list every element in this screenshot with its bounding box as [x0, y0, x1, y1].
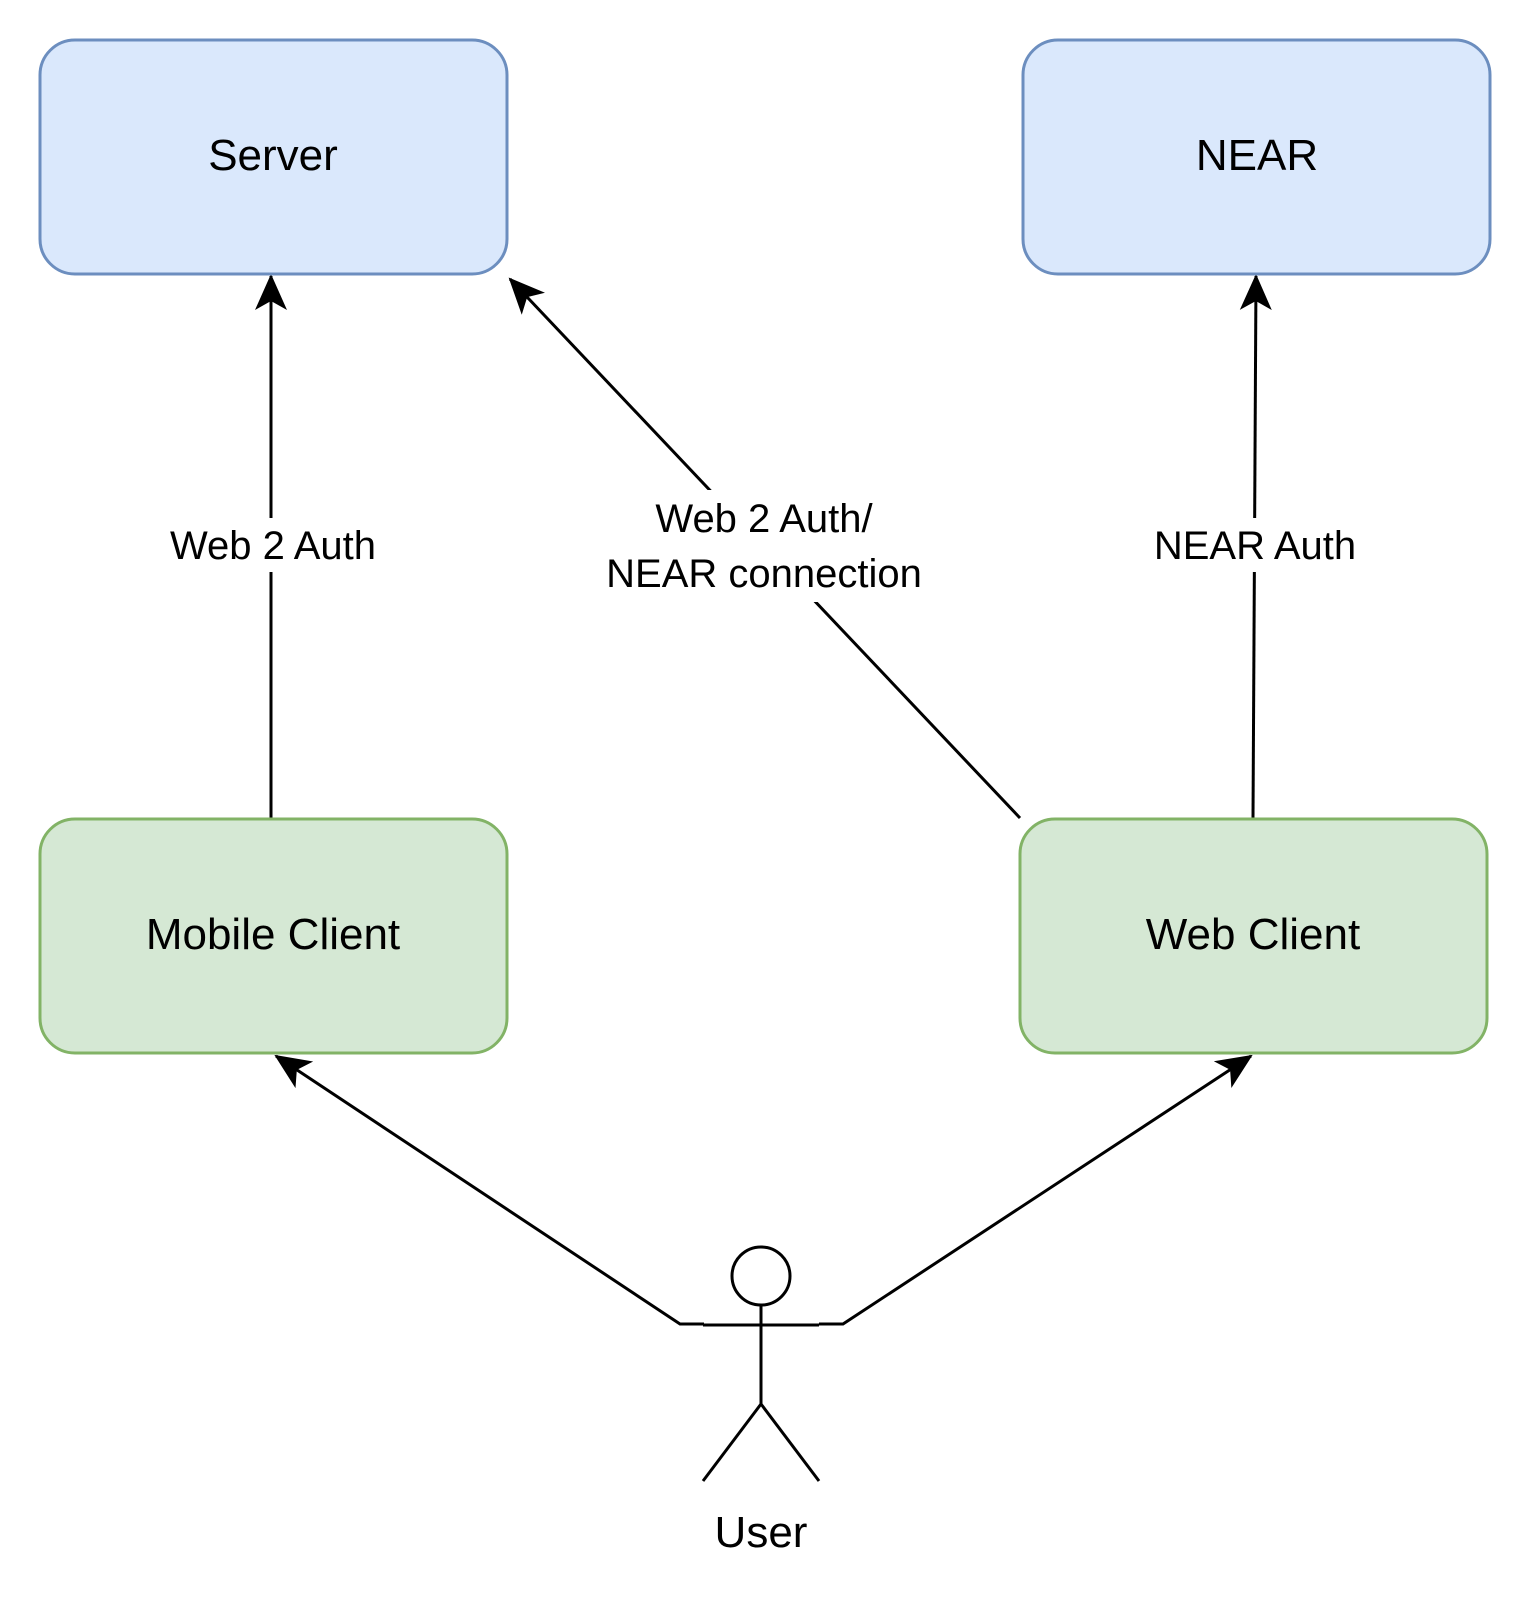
edge-user-to-mobile: [274, 1054, 704, 1326]
edge-user-to-web: [819, 1054, 1253, 1326]
edge-label-web2-auth-text: Web 2 Auth: [170, 524, 376, 568]
node-server[interactable]: Server: [38, 38, 509, 276]
node-mobile-client-label: Mobile Client: [146, 910, 400, 959]
actor-right-leg: [759, 1403, 821, 1482]
node-web-client-label: Web Client: [1146, 910, 1360, 959]
actor-user-label: User: [715, 1508, 808, 1557]
node-web-client[interactable]: Web Client: [1018, 817, 1489, 1055]
edge-label-near-auth: NEAR Auth: [1140, 518, 1370, 572]
actor-left-leg: [701, 1403, 763, 1482]
edge-label-near-auth-text: NEAR Auth: [1154, 524, 1356, 568]
edge-label-line1: Web 2 Auth/: [655, 497, 873, 541]
actor-user[interactable]: User: [701, 1245, 821, 1557]
node-mobile-client[interactable]: Mobile Client: [38, 817, 509, 1055]
edge-label-web2-near-connection: Web 2 Auth/ NEAR connection: [590, 490, 940, 602]
node-near-label: NEAR: [1196, 131, 1318, 180]
actor-head: [730, 1245, 792, 1307]
edge-label-web2-auth: Web 2 Auth: [158, 518, 384, 572]
edge-label-line2: NEAR connection: [606, 552, 922, 596]
node-near[interactable]: NEAR: [1021, 38, 1492, 276]
node-server-label: Server: [208, 131, 338, 180]
